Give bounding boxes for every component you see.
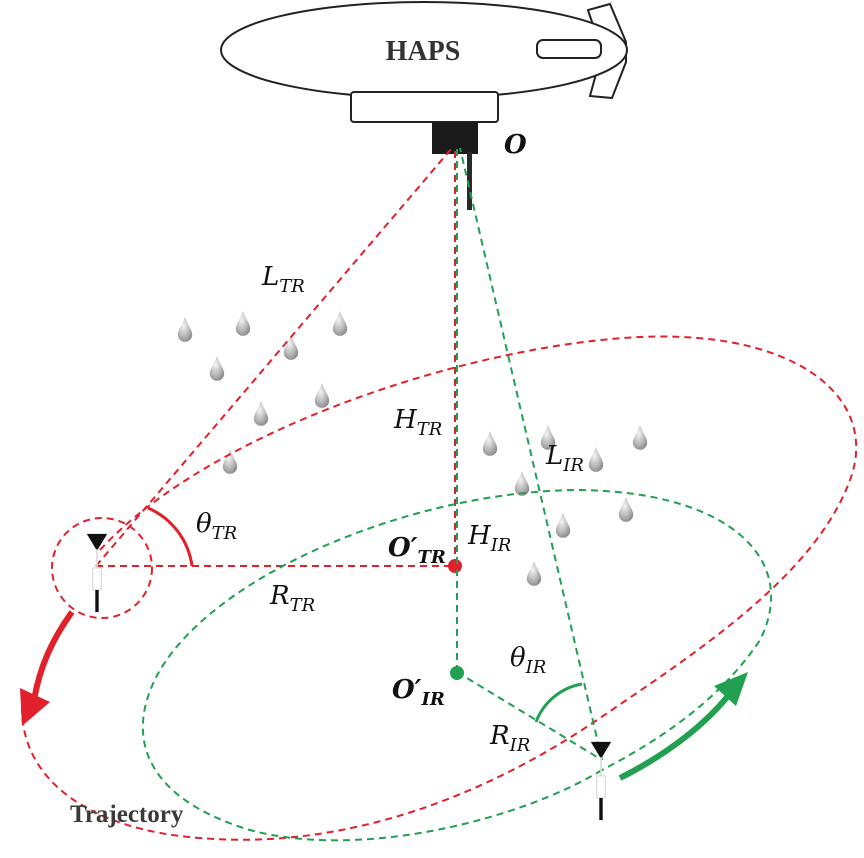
ir-geometry — [142, 147, 772, 842]
haps-airship: HAPS — [220, 1, 628, 210]
tr-geometry — [20, 147, 858, 841]
airship-gondola — [350, 91, 499, 123]
raindrop — [209, 356, 225, 381]
tr-motion-arrow — [20, 610, 75, 726]
origin-label: O — [504, 130, 527, 160]
raindrop — [253, 401, 269, 426]
theta-tr-label: θTR — [196, 509, 237, 544]
trajectory-label: Trajectory — [70, 801, 184, 828]
ir-trajectory-orbit — [142, 488, 772, 842]
ir-motion-arrow — [618, 672, 748, 781]
tr-trajectory-orbit — [20, 335, 858, 841]
l-tr-label: LTR — [261, 262, 305, 297]
raindrop — [332, 311, 348, 336]
raindrop — [588, 447, 604, 472]
raindrop — [177, 317, 193, 342]
haps-transceiver-box — [432, 122, 478, 154]
ir-slant-range-line — [459, 147, 603, 761]
ir-ground-terminal — [589, 741, 613, 821]
center-ir-label: O′IR — [392, 675, 445, 710]
haps-antenna — [467, 152, 472, 210]
raindrop — [632, 425, 648, 450]
ir-center-dot — [450, 666, 464, 680]
ir-elevation-angle-arc — [534, 682, 583, 723]
raindrop — [222, 449, 238, 474]
l-ir-label: LIR — [545, 441, 584, 476]
h-ir-label: HIR — [467, 521, 511, 556]
raindrop — [514, 471, 530, 496]
raindrop — [555, 513, 571, 538]
center-tr-label: O′TR — [388, 533, 446, 568]
raindrop — [526, 561, 542, 586]
haps-label: HAPS — [386, 36, 461, 67]
ir-radius-line — [456, 671, 603, 761]
tr-slant-range-line — [95, 147, 453, 567]
raindrop — [618, 497, 634, 522]
tr-terminal-zone — [51, 517, 153, 619]
tr-elevation-angle-arc — [147, 506, 194, 567]
raindrop — [283, 335, 299, 360]
raindrop — [235, 311, 251, 336]
r-ir-label: RIR — [489, 721, 530, 756]
tr-center-dot — [448, 559, 462, 573]
theta-ir-label: θIR — [510, 643, 546, 678]
raindrop — [314, 383, 330, 408]
raindrop — [482, 431, 498, 456]
airship-window — [536, 39, 602, 59]
r-tr-label: RTR — [269, 581, 315, 616]
h-tr-label: HTR — [393, 405, 442, 440]
